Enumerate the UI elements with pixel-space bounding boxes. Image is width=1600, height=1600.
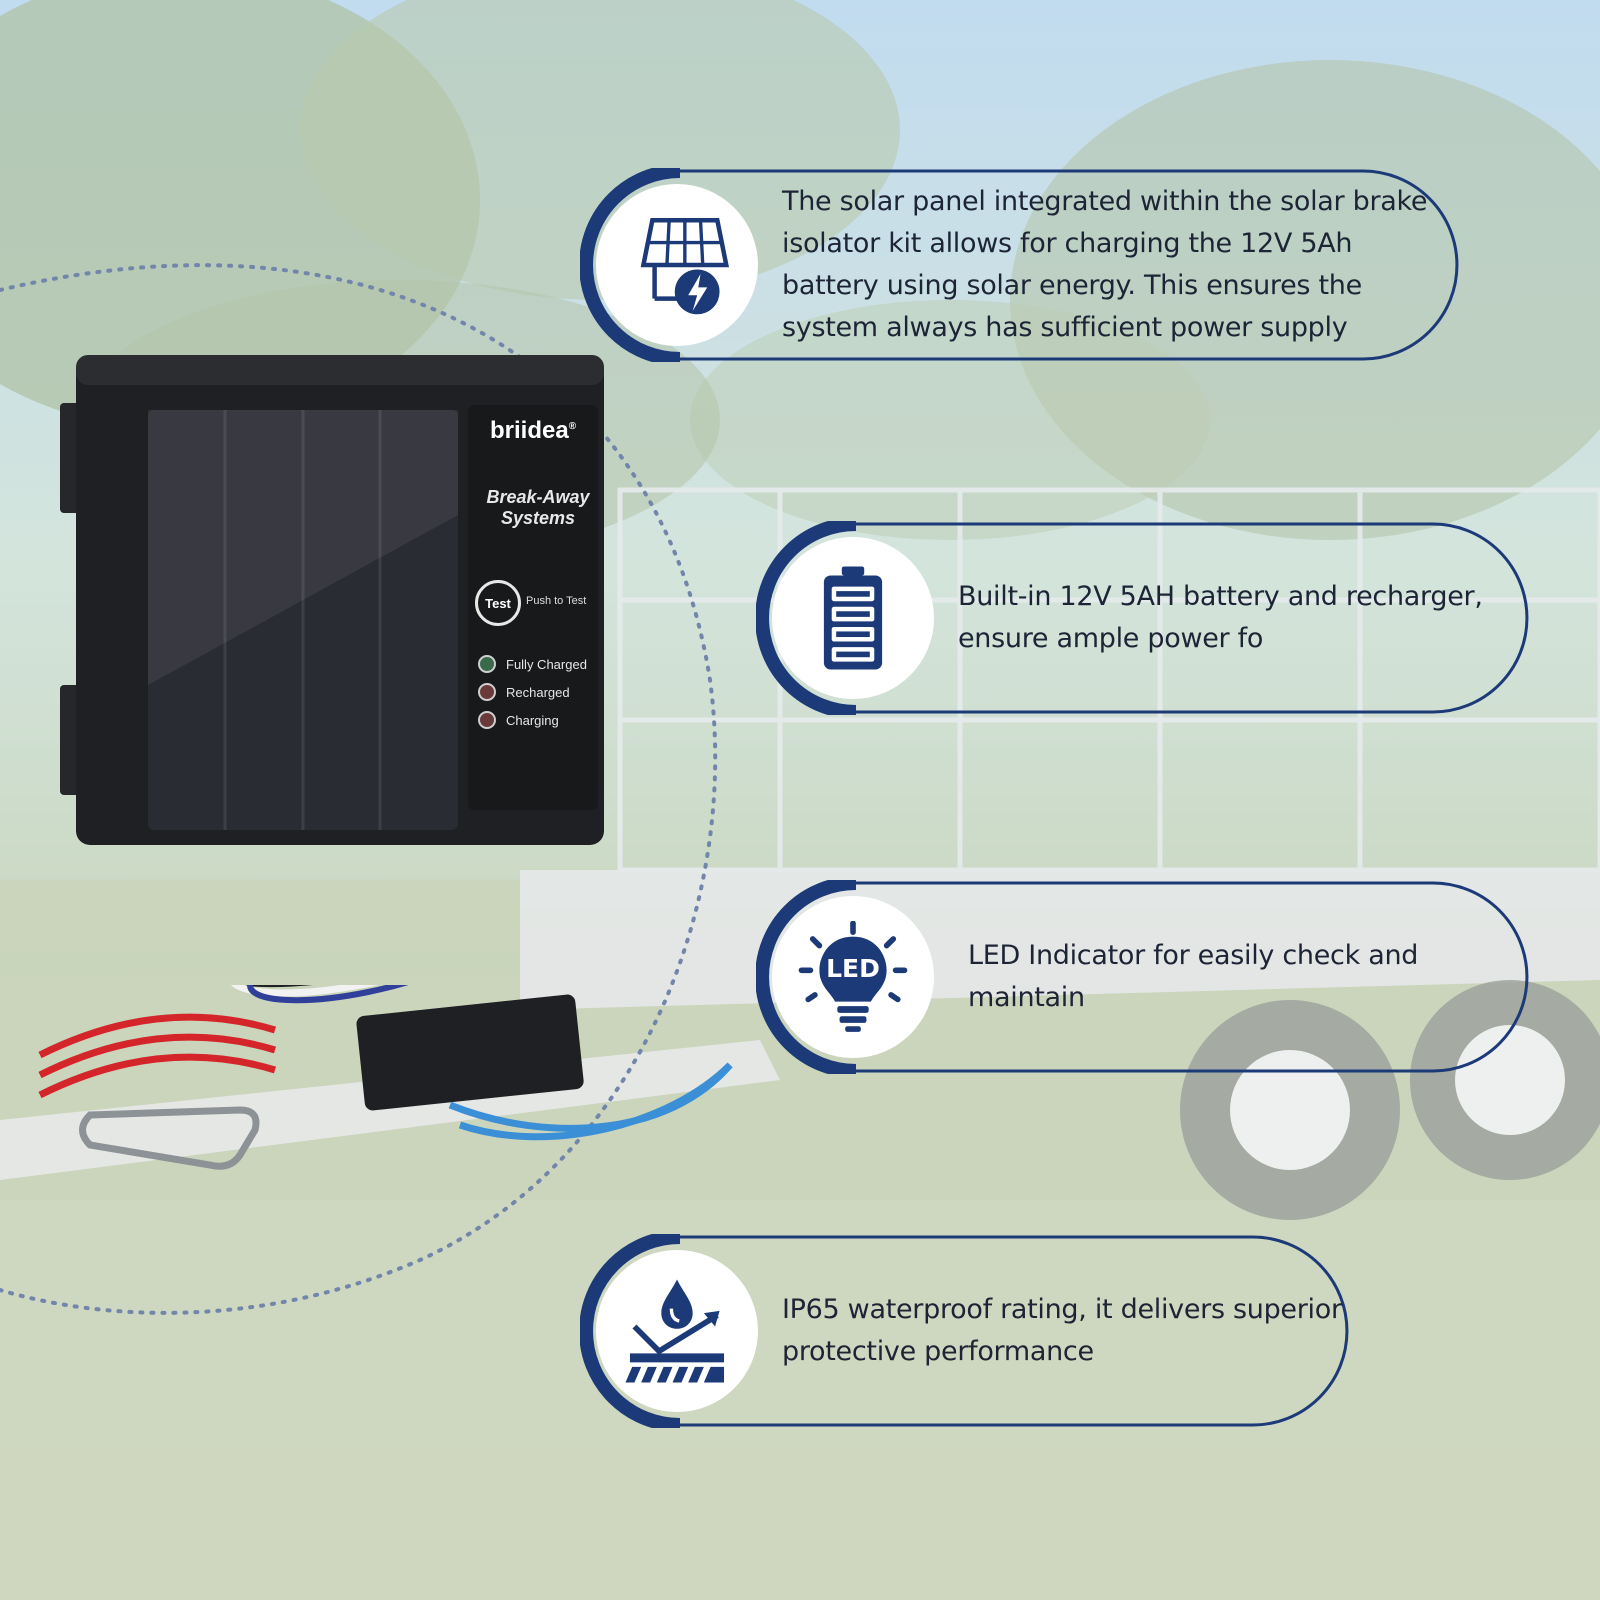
led-dot-green xyxy=(478,655,496,673)
feature-text: LED Indicator for easily check and maint… xyxy=(968,940,1419,1013)
solar-panel-icon xyxy=(640,217,730,315)
card-frame xyxy=(756,880,1529,1074)
feature-text: The solar panel integrated within the so… xyxy=(782,186,1428,343)
brand-name: briidea xyxy=(490,417,569,444)
indicator-recharged: Recharged xyxy=(478,683,570,701)
feature-text: IP65 waterproof rating, it delivers supe… xyxy=(782,1294,1342,1367)
icon-disc xyxy=(596,1250,758,1412)
indicator-label: Fully Charged xyxy=(506,656,587,672)
product-title: Break-Away Systems xyxy=(478,487,598,529)
breakaway-unit: briidea® Break-Away Systems Test Push to… xyxy=(60,355,620,865)
waterproof-drop-icon xyxy=(625,1279,725,1383)
card-frame xyxy=(580,168,1459,362)
led-icon-label: LED xyxy=(826,954,880,983)
product-title-line2: Systems xyxy=(500,508,576,528)
led-dot-red xyxy=(478,711,496,729)
feature-card-battery: Built-in 12V 5AH battery and recharger, … xyxy=(756,521,1530,715)
cable-accessories xyxy=(38,985,733,1170)
feature-card-led: LED LED Indicator for easily check and m… xyxy=(756,880,1530,1074)
icon-disc: LED xyxy=(772,896,934,1058)
registered-mark: ® xyxy=(568,421,577,432)
test-button-label: Test xyxy=(485,595,511,611)
led-dot-red xyxy=(478,683,496,701)
test-button[interactable]: Test xyxy=(475,580,521,626)
led-bulb-icon xyxy=(798,921,908,1032)
indicator-fully-charged: Fully Charged xyxy=(478,655,587,673)
card-frame xyxy=(756,521,1529,715)
brand-logo: briidea® xyxy=(490,417,576,445)
indicator-label: Charging xyxy=(506,712,559,728)
indicator-charging: Charging xyxy=(478,711,559,729)
icon-disc xyxy=(772,537,934,699)
product-title-line1: Break-Away xyxy=(486,487,590,507)
battery-icon xyxy=(823,566,883,670)
feature-card-waterproof: IP65 waterproof rating, it delivers supe… xyxy=(580,1234,1350,1428)
test-hint: Push to Test xyxy=(526,595,587,607)
feature-card-solar: The solar panel integrated within the so… xyxy=(580,168,1460,362)
feature-text: Built-in 12V 5AH battery and recharger, … xyxy=(958,581,1483,654)
breakaway-box-illustration xyxy=(60,355,604,845)
icon-disc xyxy=(596,184,758,346)
indicator-label: Recharged xyxy=(506,684,570,700)
card-frame xyxy=(580,1234,1349,1428)
